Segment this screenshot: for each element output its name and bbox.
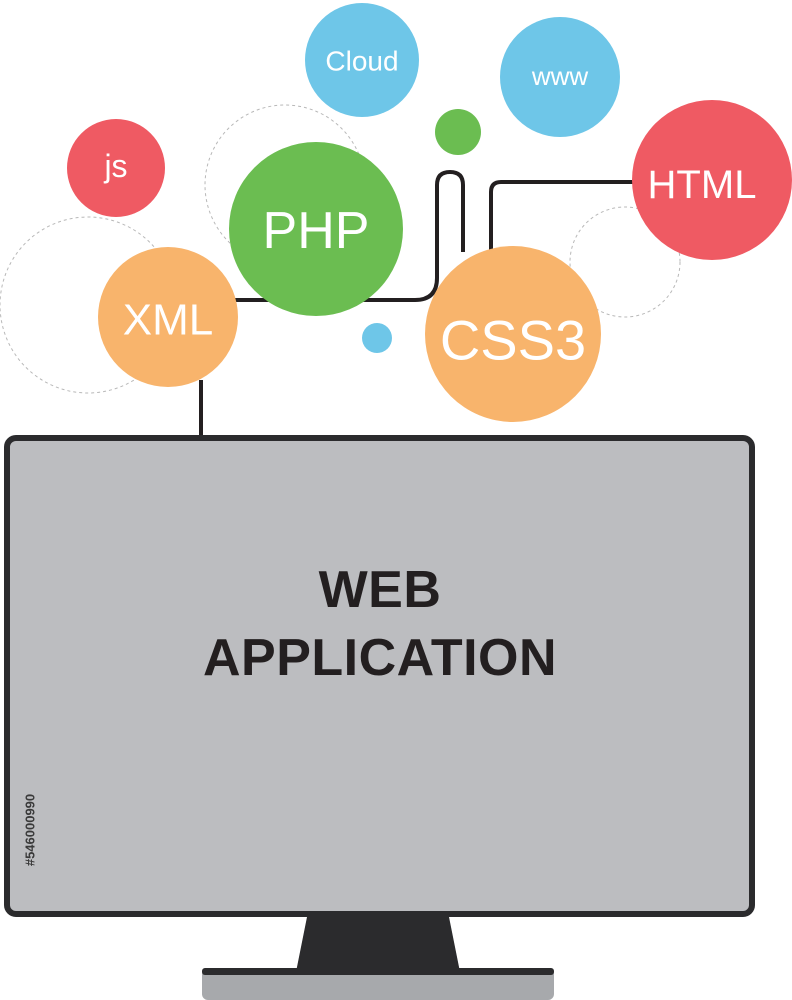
- connector-css3-html: [489, 180, 640, 252]
- monitor-screen: [4, 435, 755, 917]
- monitor-base: [202, 968, 554, 1000]
- monitor-base-edge: [202, 968, 554, 975]
- bubble-html: HTML: [632, 100, 792, 260]
- bubble-xml-label: XML: [123, 296, 213, 345]
- bubble-php-label: PHP: [263, 202, 370, 260]
- bubble-html-label: HTML: [648, 163, 757, 207]
- green-dot: [435, 109, 481, 155]
- bubble-xml: XML: [98, 247, 238, 387]
- dashed-circle-right: [569, 206, 681, 318]
- connector-xml-css3: [232, 169, 465, 302]
- bubble-css3-label: CSS3: [440, 309, 586, 372]
- bubble-www: www: [500, 17, 620, 137]
- monitor-neck: [296, 912, 460, 972]
- monitor-title-line1: WEB: [318, 561, 442, 619]
- bubble-php: PHP: [229, 142, 403, 316]
- bubble-cloud: Cloud: [305, 3, 419, 117]
- monitor-title: WEB APPLICATION: [10, 556, 750, 692]
- monitor-title-line2: APPLICATION: [202, 629, 558, 687]
- bubble-www-label: www: [531, 61, 589, 91]
- bubble-js: js: [67, 119, 165, 217]
- bubble-js-label: js: [103, 148, 127, 184]
- blue-dot: [362, 323, 392, 353]
- bubble-css3: CSS3: [425, 246, 601, 422]
- side-id-label: #546000990: [22, 793, 38, 867]
- bubble-cloud-label: Cloud: [325, 46, 398, 77]
